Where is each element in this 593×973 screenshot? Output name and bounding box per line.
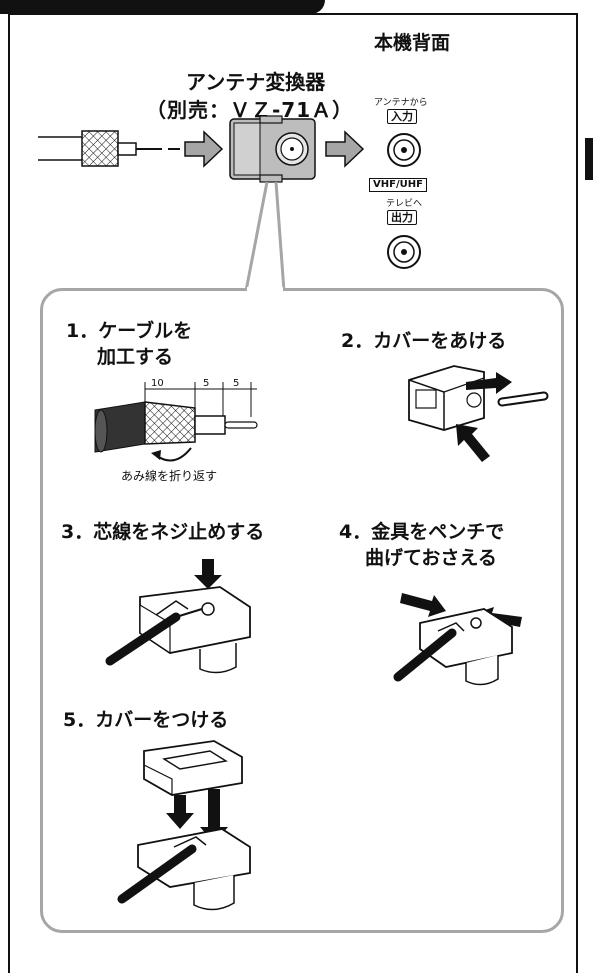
step-2-title: 2．カバーをあける bbox=[341, 330, 507, 352]
back-panel-title: 本機背面 bbox=[374, 32, 451, 54]
step-1-subtitle: 加工する bbox=[97, 346, 174, 368]
antenna-converter-icon bbox=[229, 115, 316, 183]
cable-preparation-figure bbox=[94, 382, 258, 462]
step-3-title: 3．芯線をネジ止めする bbox=[61, 521, 265, 543]
bend-bracket-figure bbox=[393, 593, 522, 686]
arrow-right-icon bbox=[184, 130, 224, 168]
output-label: 出力 bbox=[387, 210, 417, 225]
step-1-title: 1．ケーブルを bbox=[66, 320, 193, 342]
dim-label-2: 5 bbox=[203, 378, 210, 389]
page-frame bbox=[8, 13, 578, 973]
open-cover-figure bbox=[408, 365, 549, 462]
step-4-subtitle: 曲げておさえる bbox=[365, 547, 497, 569]
side-index-mark bbox=[585, 138, 593, 180]
braid-note: あみ線を折り返す bbox=[121, 469, 218, 483]
converter-model: （別売：ＶＺ-71Ａ） bbox=[146, 98, 354, 122]
band-label: VHF/UHF bbox=[369, 178, 427, 192]
connection-diagram bbox=[38, 115, 421, 292]
input-caption: アンテナから bbox=[374, 98, 428, 108]
converter-name: アンテナ変換器 bbox=[186, 70, 326, 94]
dim-label-3: 5 bbox=[233, 378, 240, 389]
header-tab bbox=[0, 0, 325, 14]
antenna-cable bbox=[38, 130, 180, 167]
callout-gap bbox=[247, 287, 283, 292]
screw-core-figure bbox=[105, 559, 251, 674]
dim-label-1: 10 bbox=[151, 378, 164, 389]
instruction-panel bbox=[40, 288, 564, 933]
attach-cover-figure bbox=[117, 740, 251, 911]
output-caption: テレビへ bbox=[386, 199, 423, 209]
input-label: 入力 bbox=[387, 109, 417, 124]
step-5-title: 5．カバーをつける bbox=[63, 709, 229, 731]
step-4-title: 4．金具をペンチで bbox=[339, 521, 505, 543]
output-port-icon bbox=[387, 235, 421, 269]
input-port-icon bbox=[387, 133, 421, 167]
arrow-right-icon bbox=[325, 130, 365, 168]
